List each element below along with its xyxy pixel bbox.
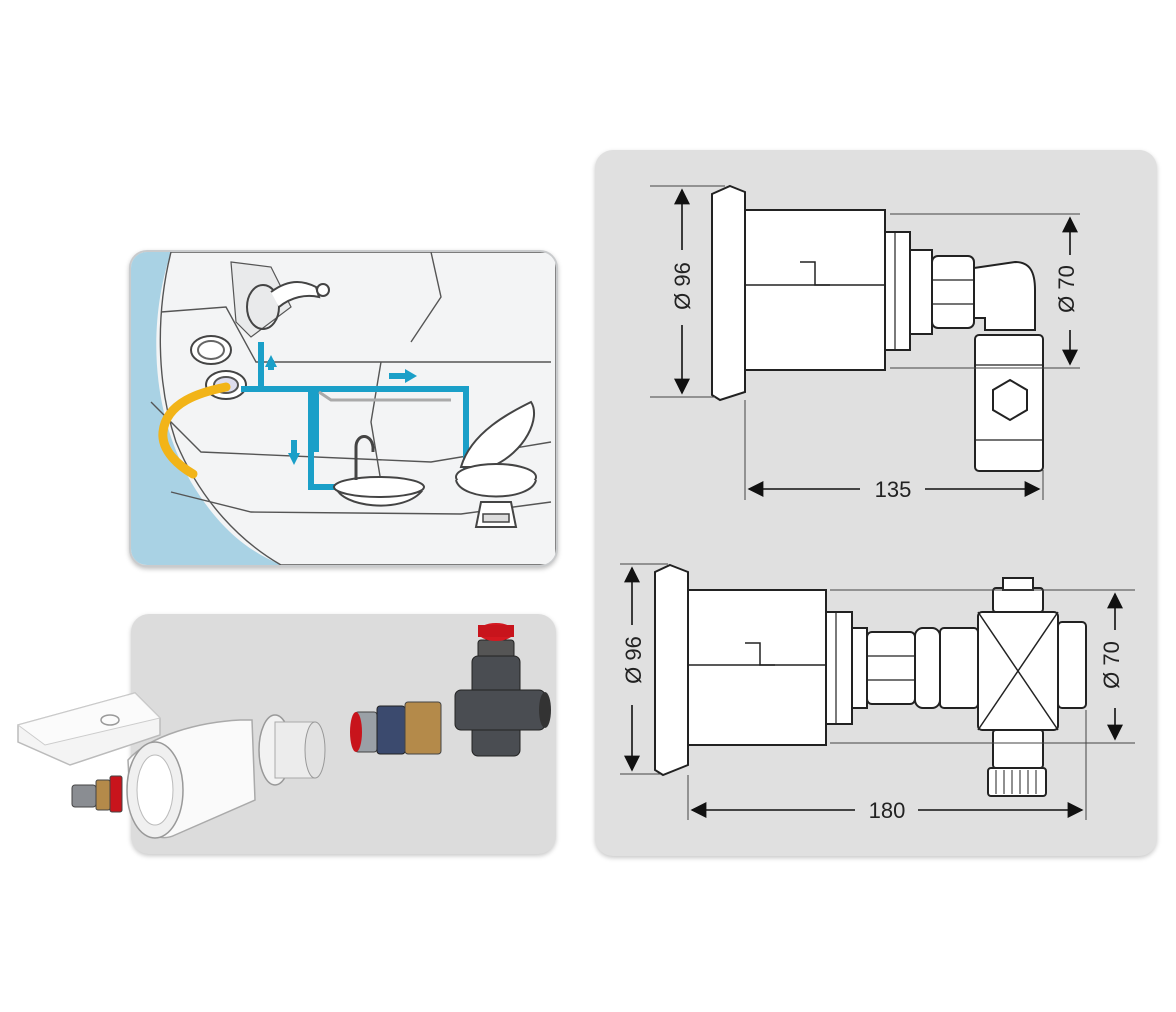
- bottom-length-label: 180: [869, 798, 906, 823]
- top-diameter-70-label: Ø 70: [1054, 265, 1079, 313]
- bottom-drawing: Ø 96 Ø 70 180: [620, 563, 1135, 823]
- deck-inlet-upper: [190, 335, 232, 365]
- bottom-diameter-70-label: Ø 70: [1099, 641, 1124, 689]
- installation-drawing: [131, 252, 556, 565]
- supply-hose: [158, 382, 231, 479]
- toilet: [455, 400, 537, 528]
- top-length-label: 135: [875, 477, 912, 502]
- installation-illustration: [129, 250, 558, 567]
- top-drawing: Ø 96 Ø 70 135: [650, 184, 1080, 502]
- shower-fitting: [246, 281, 330, 330]
- top-diameter-96-label: Ø 96: [670, 262, 695, 310]
- hull-shape: [131, 252, 281, 565]
- sink: [333, 435, 425, 507]
- bottom-diameter-96-label: Ø 96: [621, 636, 646, 684]
- flow-arrows: [265, 355, 417, 465]
